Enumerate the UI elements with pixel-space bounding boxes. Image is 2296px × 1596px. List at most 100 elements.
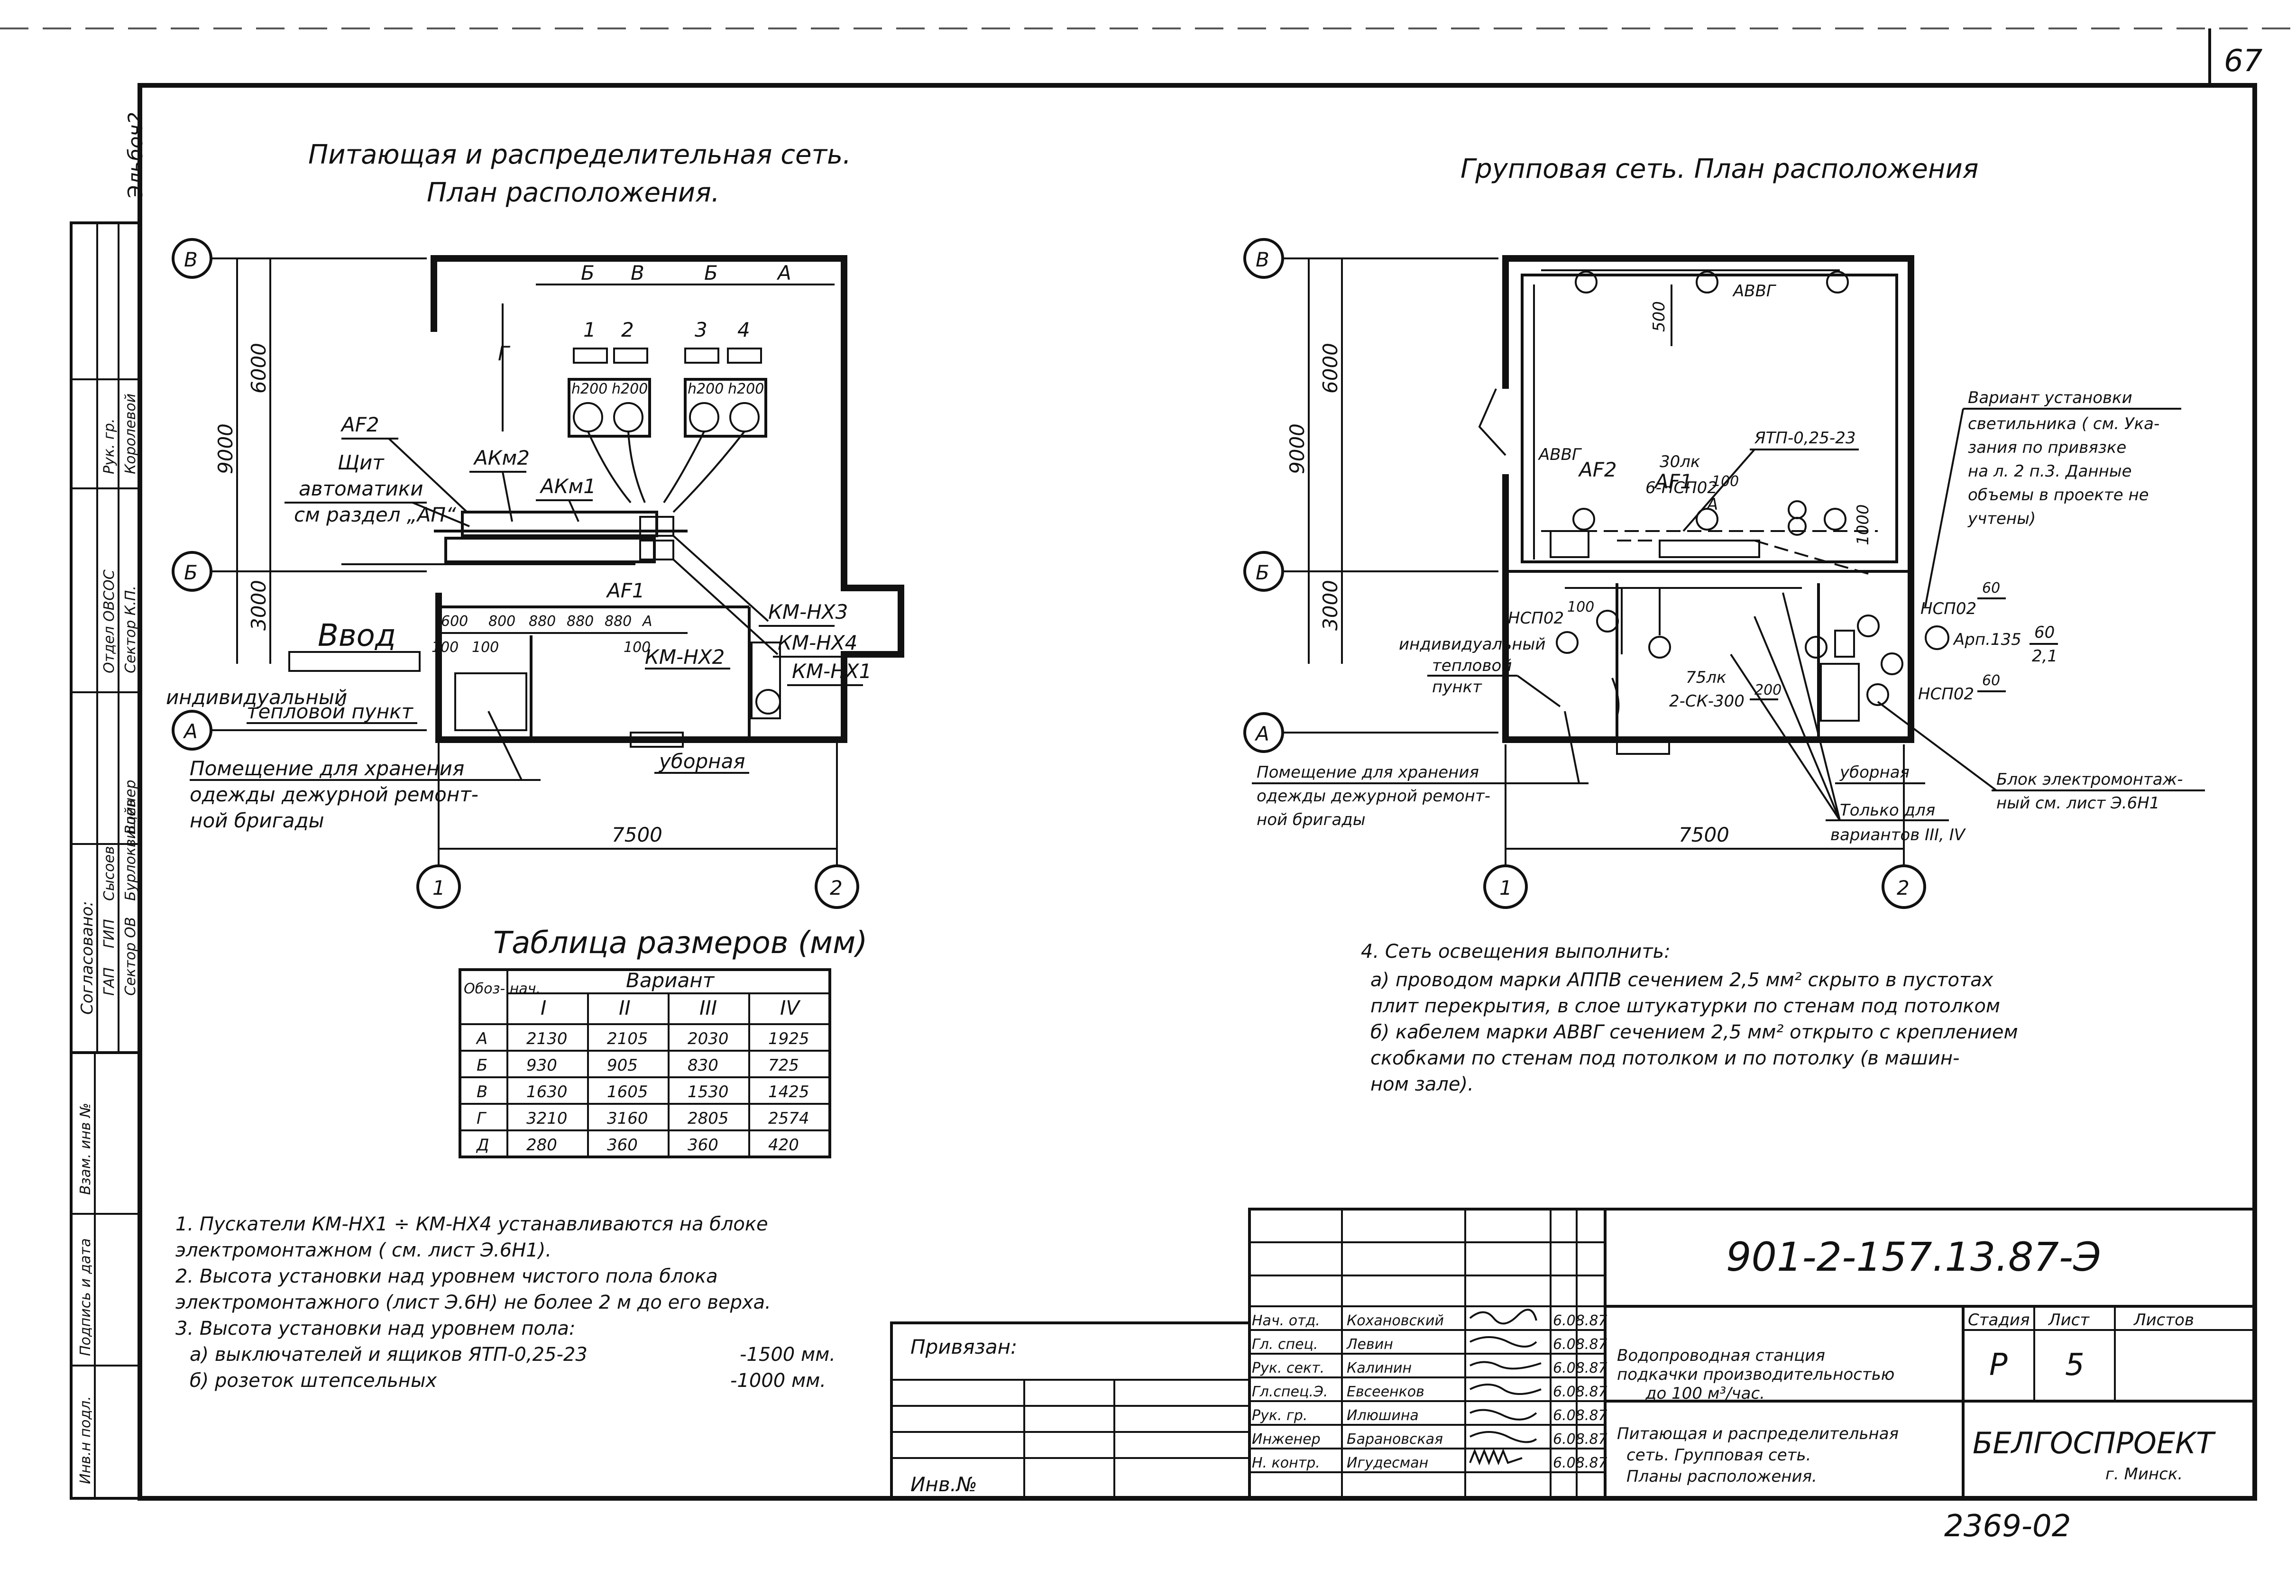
- lc-880c: 880: [605, 613, 632, 630]
- km-nx3: КМ-НХ3: [768, 600, 848, 624]
- date: 6.08.87: [1553, 1407, 1607, 1424]
- right-room-1: Помещение для хранения: [1257, 763, 1479, 782]
- nsp-r1-frac: 60: [1982, 580, 2000, 596]
- gnote-4: электромонтажного (лист Э.6Н) не более 2…: [175, 1292, 771, 1313]
- variant-3: зания по привязке: [1968, 438, 2126, 457]
- left-dim-6000: 6000: [247, 343, 270, 394]
- panel-h-4: h200: [728, 381, 764, 397]
- gnote-1: 1. Пускатели КМ-НХ1 ÷ КМ-НХ4 устанавлива…: [175, 1213, 768, 1235]
- cell: 280: [526, 1136, 557, 1155]
- lc-100b: 100: [472, 639, 499, 656]
- nsp-left-frac: 100: [1567, 599, 1594, 615]
- dims-var-4: IV: [780, 996, 801, 1019]
- stadia-header: Стадия: [1968, 1311, 2030, 1330]
- left-af2: АF2: [340, 413, 379, 436]
- right-af2: АF2: [1578, 458, 1617, 481]
- role: Н. контр.: [1252, 1455, 1320, 1471]
- cell: 2030: [688, 1029, 729, 1048]
- cell: 2105: [607, 1029, 648, 1048]
- left-akm2: АКм2: [473, 446, 530, 469]
- signature-scribbles: [1469, 1309, 1542, 1466]
- dims-var-3: III: [699, 996, 717, 1019]
- title-block: Привязан: Инв.№ 901-2-157.13.87-Э Нач. о…: [890, 1208, 2256, 1544]
- sheet-name-2: сеть. Групповая сеть.: [1626, 1446, 1811, 1465]
- lc-600: 600: [441, 613, 468, 630]
- left-af1: АF1: [606, 579, 645, 602]
- role: Рук. гр.: [1252, 1407, 1307, 1424]
- km-nx1: КМ-НХ1: [792, 660, 872, 683]
- variant-4: на л. 2 п.3. Данные: [1968, 462, 2132, 481]
- dims-table: Таблица размеров (мм) Обоз- нач. Вариант…: [459, 926, 867, 1158]
- gnote-3: 2. Высота установки над уровнем чистого …: [175, 1266, 718, 1287]
- lc-a: А: [642, 613, 652, 630]
- role: Рук. сект.: [1252, 1360, 1324, 1376]
- lc-100a: 100: [432, 639, 459, 656]
- gnote-6: а) выключателей и ящиков ЯТП-0,25-23: [190, 1344, 588, 1366]
- note-line-6: ном зале).: [1370, 1073, 1474, 1095]
- list-value: 5: [2065, 1348, 2085, 1383]
- stamp-vzam: Взам. инв №: [77, 1103, 94, 1195]
- cell: 2805: [688, 1109, 729, 1128]
- signature-row: Рук. сект. Калинин 6.08.87: [1252, 1360, 1607, 1376]
- stamp-sogl: Согласовано:: [78, 901, 97, 1015]
- signature-row: Нач. отд. Кохановский 6.08.87: [1252, 1312, 1607, 1329]
- date: 6.08.87: [1553, 1312, 1607, 1329]
- stamp-name-3: Войнер: [122, 780, 139, 835]
- vvod-label: Ввод: [318, 618, 396, 653]
- stamp-row-6: Рук. гр.: [101, 419, 118, 474]
- left-chain-a: А: [776, 261, 791, 284]
- role: Нач. отд.: [1252, 1312, 1320, 1329]
- stamp-row-3: Сектор ОВ: [122, 917, 139, 996]
- panel-h-3: h200: [688, 381, 724, 397]
- variant-5: объемы в проекте не: [1968, 486, 2149, 504]
- lc-880a: 880: [529, 613, 556, 630]
- date: 6.08.87: [1553, 1336, 1607, 1353]
- table-row: А 2130 2105 2030 1925: [476, 1029, 809, 1048]
- inventory-number: 2369-02: [1944, 1509, 2071, 1544]
- panel-1-label: 1: [583, 318, 596, 341]
- table-row: Б 930 905 830 725: [477, 1056, 799, 1075]
- panel-h-1: h200: [571, 381, 607, 397]
- right-axis-2: 2: [1897, 876, 1910, 899]
- right-room-2: одежды дежурной ремонт-: [1257, 787, 1490, 806]
- stadia-value: Р: [1989, 1348, 2008, 1383]
- arp-frac-2: 2,1: [2032, 647, 2057, 666]
- stamp-name-1: Сысоев: [101, 846, 118, 901]
- dims-head-col: Обоз- нач.: [464, 981, 541, 997]
- stamp-row-4: Отдел ОВСОС: [101, 569, 118, 673]
- stamp-inv-podl: Инв.н подл.: [77, 1396, 94, 1484]
- shield-label-3: см раздел „АП“: [294, 503, 456, 526]
- left-dim-g: Г: [498, 342, 511, 365]
- name: Калинин: [1347, 1360, 1412, 1376]
- block-2: ный см. лист Э.6Н1: [1996, 794, 2159, 813]
- row-key: Д: [476, 1136, 489, 1155]
- name: Кохановский: [1347, 1312, 1444, 1329]
- only-1: Только для: [1840, 801, 1935, 820]
- drawing-code: 901-2-157.13.87-Э: [1726, 1234, 2101, 1280]
- avvg-top: АВВГ: [1732, 282, 1777, 301]
- avvg-left: АВВГ: [1538, 445, 1582, 464]
- left-axis-b: Б: [184, 561, 198, 584]
- cell: 360: [688, 1136, 718, 1155]
- lighting-notes: 4. Сеть освещения выполнить: а) проводом…: [1361, 941, 2018, 1095]
- table-row: Г 3210 3160 2805 2574: [477, 1109, 809, 1128]
- signature-row: Инженер Барановская 6.08.87: [1252, 1431, 1607, 1448]
- shield-label-2: автоматики: [299, 477, 423, 500]
- cell: 1630: [526, 1082, 568, 1101]
- lc-800: 800: [488, 613, 515, 630]
- name: Игудесман: [1347, 1455, 1428, 1471]
- only-2: вариантов III, IV: [1830, 826, 1966, 844]
- right-dim-6000: 6000: [1319, 343, 1342, 394]
- listov-header: Листов: [2133, 1311, 2194, 1330]
- variant-2: светильника ( см. Ука-: [1968, 414, 2159, 433]
- right-axis-a: А: [1254, 722, 1269, 745]
- privyazan: Привязан:: [910, 1335, 1017, 1358]
- signature-row: Гл. спец. Левин 6.08.87: [1252, 1336, 1607, 1353]
- stamp-row-1: ГАП: [101, 967, 118, 996]
- cell: 1925: [768, 1029, 809, 1048]
- dim-500: 500: [1650, 301, 1669, 332]
- note-line-4: б) кабелем марки АВВГ сечением 2,5 мм² о…: [1370, 1021, 2018, 1043]
- org-city: г. Минск.: [2105, 1465, 2183, 1484]
- note-line-2: а) проводом марки АППВ сечением 2,5 мм² …: [1370, 969, 1993, 991]
